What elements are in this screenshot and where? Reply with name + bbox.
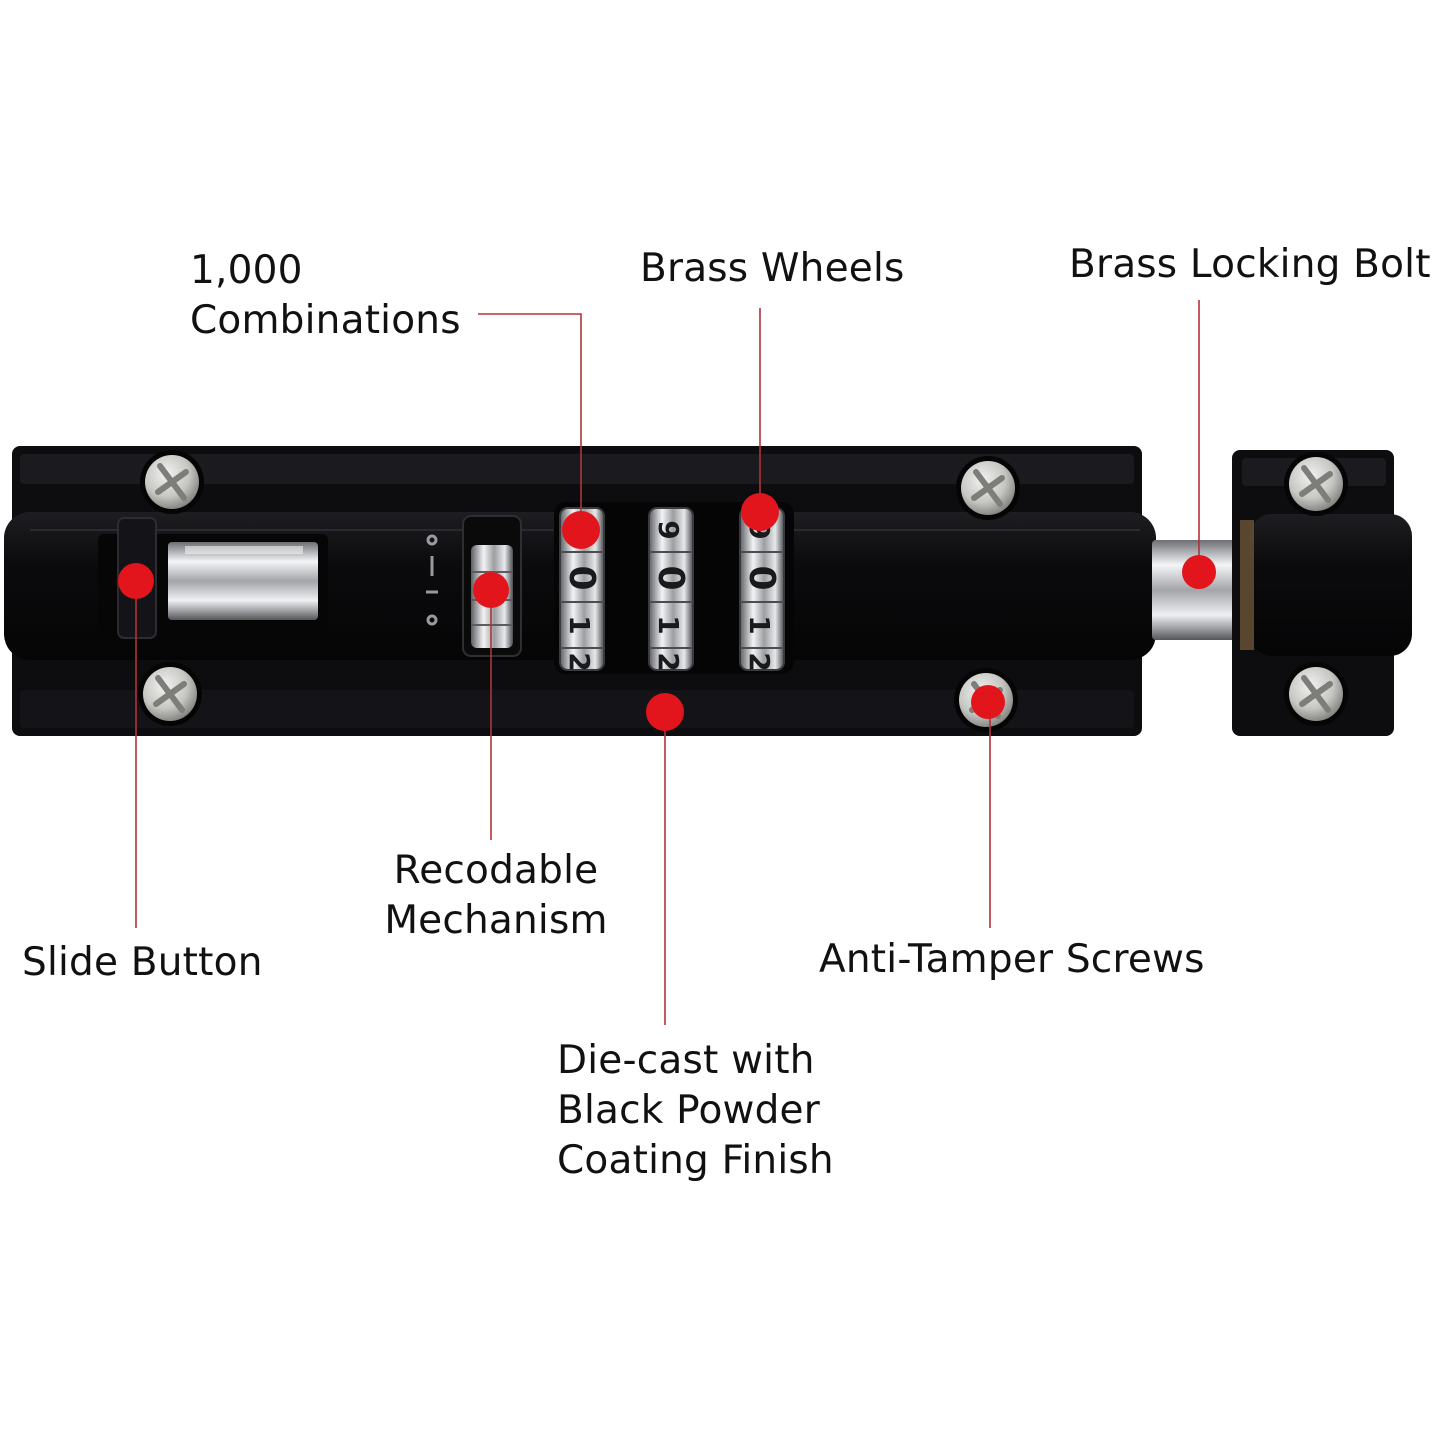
marker-slide-button xyxy=(118,563,154,599)
wheel-digit: 1 xyxy=(563,615,596,634)
keeper-block xyxy=(1250,514,1412,656)
label-brass-locking-bolt: Brass Locking Bolt xyxy=(1069,242,1431,287)
label-anti-tamper-screws: Anti-Tamper Screws xyxy=(819,937,1205,982)
combination-wheel-2[interactable]: 9 0 1 2 xyxy=(648,507,694,672)
screw xyxy=(1284,452,1348,516)
wheel-digit: 0 xyxy=(741,565,782,590)
wheel-digit: 2 xyxy=(743,652,776,671)
screw xyxy=(1284,662,1348,726)
marker-brass-wheels xyxy=(741,493,779,531)
marker-brass-locking-bolt xyxy=(1182,555,1216,589)
marker-combinations xyxy=(562,511,600,549)
slide-button-housing xyxy=(98,517,328,639)
wheel-digit: 0 xyxy=(650,565,691,590)
recode-ring xyxy=(462,515,522,657)
label-brass-wheels: Brass Wheels xyxy=(640,246,905,291)
label-die-cast-finish: Die-cast with Black Powder Coating Finis… xyxy=(557,1038,834,1183)
wheel-digit: 1 xyxy=(652,615,685,634)
locking-bolt xyxy=(1152,540,1258,640)
wheel-digit: 9 xyxy=(652,520,685,539)
label-recodable-mechanism: Recodable Mechanism xyxy=(384,848,608,943)
screw xyxy=(140,450,204,514)
wheel-digit: 2 xyxy=(652,652,685,671)
marker-recodable-mechanism xyxy=(473,572,509,608)
indicator-marks xyxy=(426,534,438,626)
leader-line-combinations xyxy=(478,313,582,528)
wheel-digit: 0 xyxy=(561,565,602,590)
marker-anti-tamper-screws xyxy=(971,685,1005,719)
screw xyxy=(956,456,1020,520)
label-slide-button: Slide Button xyxy=(22,940,263,985)
screw xyxy=(138,662,202,726)
callout-markers xyxy=(118,493,1216,731)
wheel-digit: 2 xyxy=(563,652,596,671)
marker-die-cast xyxy=(646,693,684,731)
anti-tamper-screws xyxy=(138,450,1348,732)
label-combinations: 1,000 Combinations xyxy=(190,248,461,343)
combination-wheels: 901290129012 xyxy=(559,507,785,672)
leader-lines xyxy=(135,300,1200,1025)
lock-hardware: 901290129012 xyxy=(4,446,1412,736)
wheel-digit: 1 xyxy=(743,615,776,634)
slide-handle-chrome xyxy=(168,542,318,620)
